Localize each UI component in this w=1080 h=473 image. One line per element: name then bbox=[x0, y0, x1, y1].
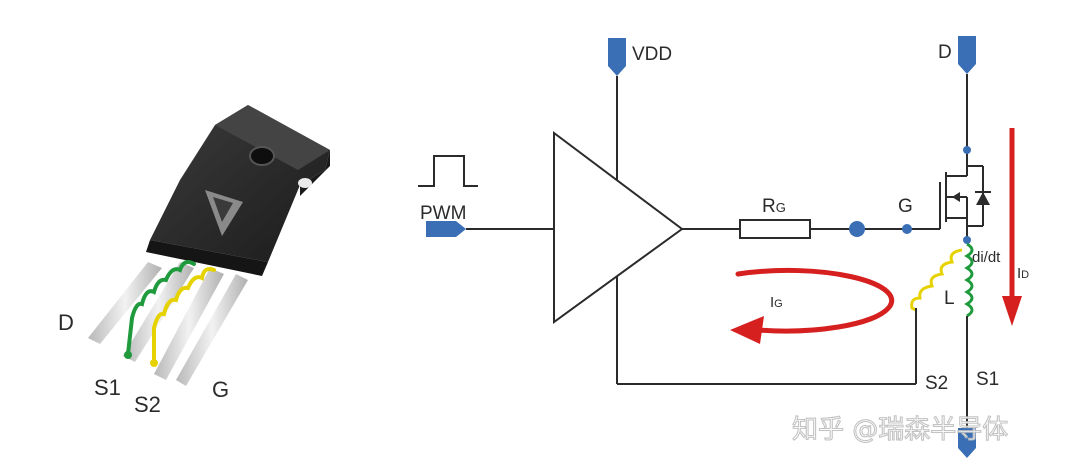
source-inductance-green bbox=[964, 242, 974, 318]
mounting-hole bbox=[249, 146, 275, 166]
l-label: L bbox=[944, 288, 955, 309]
gate-label: G bbox=[898, 196, 913, 217]
gate-resistor-rg bbox=[739, 219, 811, 239]
didt-label: di/dt bbox=[972, 249, 1001, 266]
id-label: ID bbox=[1017, 265, 1029, 282]
body-diode bbox=[976, 192, 990, 205]
kelvin-inductance-yellow bbox=[910, 248, 963, 312]
drain-label: D bbox=[938, 42, 952, 63]
watermark: 知乎 @瑞森半导体 bbox=[792, 415, 1008, 445]
vdd-terminal: VDD bbox=[608, 38, 672, 76]
rg-label: RG bbox=[762, 196, 786, 217]
s2-bond-wire bbox=[152, 267, 216, 364]
pwm-terminal bbox=[426, 221, 466, 237]
ig-label: IG bbox=[770, 294, 783, 311]
pin-label-d: D bbox=[58, 310, 74, 335]
to247-package: D S1 S2 G bbox=[58, 105, 330, 417]
gate-node bbox=[902, 224, 912, 234]
pwm-input: PWM bbox=[418, 155, 478, 237]
s1-bond-wire bbox=[126, 260, 196, 356]
pin-label-s2: S2 bbox=[134, 392, 161, 417]
source-terminal bbox=[958, 428, 976, 458]
pin-label-g: G bbox=[212, 377, 229, 402]
gate-current-loop-arrow: IG bbox=[730, 267, 895, 344]
gate-pad-node bbox=[849, 221, 865, 237]
brand-logo bbox=[205, 190, 243, 236]
package-leads bbox=[88, 262, 248, 386]
s1-label: S1 bbox=[976, 369, 999, 390]
pin-label-s1: S1 bbox=[94, 375, 121, 400]
pwm-pulse-icon bbox=[418, 155, 478, 187]
gate-driver-amplifier bbox=[553, 131, 684, 324]
s2-label: S2 bbox=[925, 373, 948, 394]
drain-terminal: D bbox=[938, 36, 976, 74]
pwm-label: PWM bbox=[420, 203, 466, 224]
mosfet-symbol bbox=[939, 150, 991, 240]
drain-current-arrow: ID bbox=[1002, 128, 1029, 326]
vdd-label: VDD bbox=[632, 44, 672, 65]
